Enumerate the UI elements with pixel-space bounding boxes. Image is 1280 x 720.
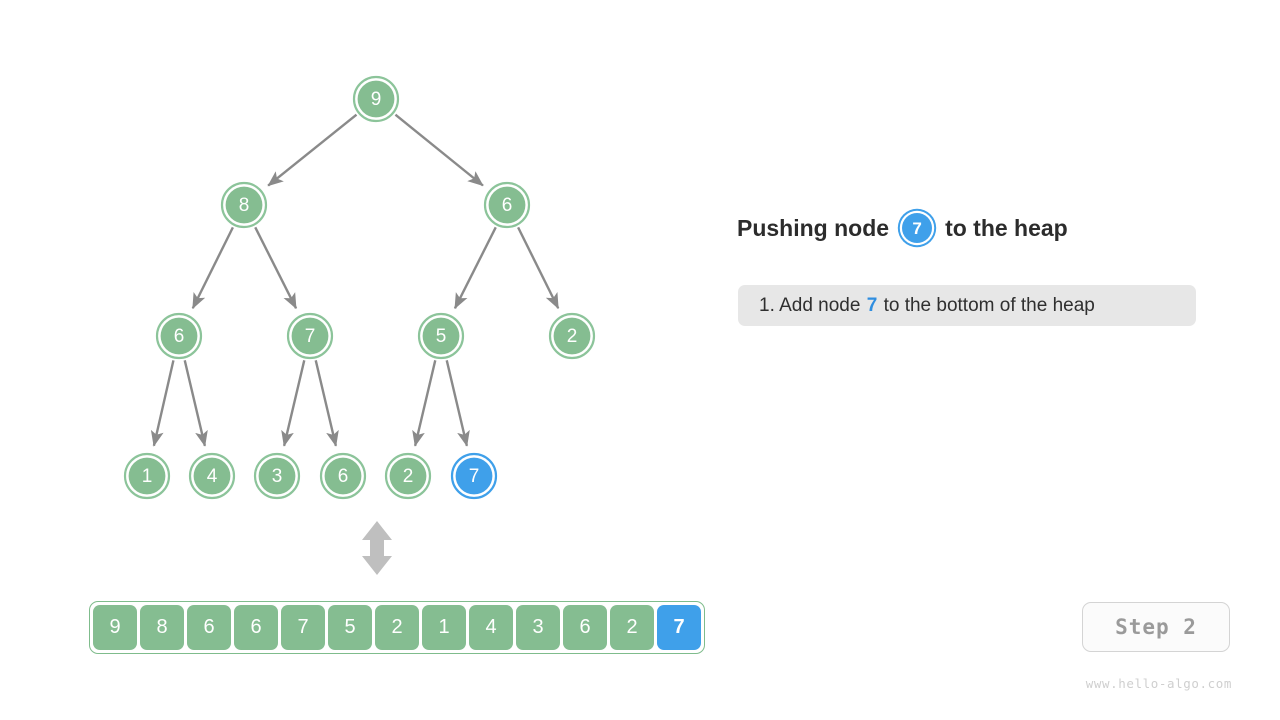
tree-edge — [453, 226, 497, 310]
tree-node-ring — [352, 75, 400, 123]
tree-node-ring — [220, 181, 268, 229]
site-watermark: www.hello-algo.com — [1085, 676, 1232, 691]
tree-edge — [394, 113, 484, 187]
tree-node-label: 3 — [272, 466, 283, 487]
tree-node-disc — [291, 317, 329, 355]
tree-node-label: 6 — [338, 466, 349, 487]
pushed-node-badge: 7 — [902, 213, 933, 243]
step-text-highlight: 7 — [866, 294, 878, 316]
tree-node-label: 6 — [502, 195, 513, 216]
step-text-after: to the bottom of the heap — [878, 294, 1095, 316]
tree-nodes: 9 8 6 6 7 5 2 1 4 3 6 2 7 — [123, 75, 596, 500]
headline-suffix: to the heap — [945, 214, 1068, 241]
tree-node-disc — [193, 457, 231, 495]
tree-node-label: 2 — [403, 466, 414, 487]
array-cell: 7 — [281, 605, 325, 650]
tree-edge — [183, 360, 208, 447]
tree-node-label: 7 — [469, 466, 480, 487]
tree-edge — [150, 360, 175, 447]
tree-node: 6 — [319, 452, 367, 500]
tree-node: 7 — [450, 452, 498, 500]
tree-node-ring — [155, 312, 203, 360]
description-panel: Pushing node 7 to the heap — [737, 205, 1207, 251]
tree-node-label: 1 — [142, 466, 153, 487]
tree-node-disc — [128, 457, 166, 495]
tree-node-ring — [319, 452, 367, 500]
vertical-double-arrow-icon — [362, 521, 392, 575]
tree-node-ring — [450, 452, 498, 500]
step-counter-badge: Step 2 — [1082, 602, 1230, 652]
tree-node: 4 — [188, 452, 236, 500]
array-cell: 1 — [422, 605, 466, 650]
tree-node-disc — [455, 457, 493, 495]
tree-edge — [314, 360, 339, 447]
step-description: 1. Add node 7 to the bottom of the heap — [738, 285, 1196, 326]
tree-node-disc — [488, 186, 526, 224]
tree-node-disc — [553, 317, 591, 355]
tree-node-disc — [357, 80, 395, 118]
tree-node-label: 9 — [371, 89, 382, 110]
array-cell: 4 — [469, 605, 513, 650]
tree-node: 2 — [384, 452, 432, 500]
tree-node: 7 — [286, 312, 334, 360]
tree-node: 8 — [220, 181, 268, 229]
tree-node-ring — [483, 181, 531, 229]
tree-node-ring — [286, 312, 334, 360]
array-cell: 5 — [328, 605, 372, 650]
array-cell: 9 — [93, 605, 137, 650]
tree-node: 9 — [352, 75, 400, 123]
tree-node-label: 8 — [239, 195, 250, 216]
tree-node-disc — [160, 317, 198, 355]
array-cell: 3 — [516, 605, 560, 650]
tree-node-label: 4 — [207, 466, 218, 487]
tree-node-label: 5 — [436, 326, 447, 347]
page-title: Pushing node 7 to the heap — [737, 205, 1207, 251]
step-counter-label: Step 2 — [1115, 615, 1197, 639]
tree-edge — [191, 226, 234, 310]
tree-node-disc — [225, 186, 263, 224]
tree-node-ring — [253, 452, 301, 500]
heap-tree-diagram: 9 8 6 6 7 5 2 1 4 3 6 2 7 — [123, 75, 596, 500]
tree-edges — [150, 113, 560, 447]
array-cell: 2 — [610, 605, 654, 650]
tree-node: 5 — [417, 312, 465, 360]
tree-node: 6 — [483, 181, 531, 229]
array-cell: 2 — [375, 605, 419, 650]
tree-edge — [267, 113, 358, 187]
tree-edge — [281, 360, 306, 447]
tree-node-label: 7 — [305, 326, 316, 347]
tree-node-disc — [422, 317, 460, 355]
tree-node-disc — [324, 457, 362, 495]
array-cell: 8 — [140, 605, 184, 650]
tree-edge — [517, 226, 560, 310]
tree-edge — [445, 360, 470, 447]
array-cell: 6 — [563, 605, 607, 650]
tree-node: 1 — [123, 452, 171, 500]
array-cell: 6 — [234, 605, 278, 650]
tree-edge — [412, 360, 437, 447]
tree-node-ring — [384, 452, 432, 500]
headline-prefix: Pushing node — [737, 214, 890, 241]
tree-node-label: 6 — [174, 326, 185, 347]
tree-node-disc — [258, 457, 296, 495]
tree-node-disc — [389, 457, 427, 495]
tree-node-ring — [188, 452, 236, 500]
tree-node: 2 — [548, 312, 596, 360]
tree-node: 6 — [155, 312, 203, 360]
array-cell: 7 — [657, 605, 701, 650]
step-text-before: 1. Add node — [759, 294, 866, 316]
tree-node-ring — [548, 312, 596, 360]
tree-node-ring — [123, 452, 171, 500]
tree-node-label: 2 — [567, 326, 578, 347]
tree-node: 3 — [253, 452, 301, 500]
tree-node-ring — [417, 312, 465, 360]
array-cell: 6 — [187, 605, 231, 650]
tree-edge — [254, 226, 298, 310]
